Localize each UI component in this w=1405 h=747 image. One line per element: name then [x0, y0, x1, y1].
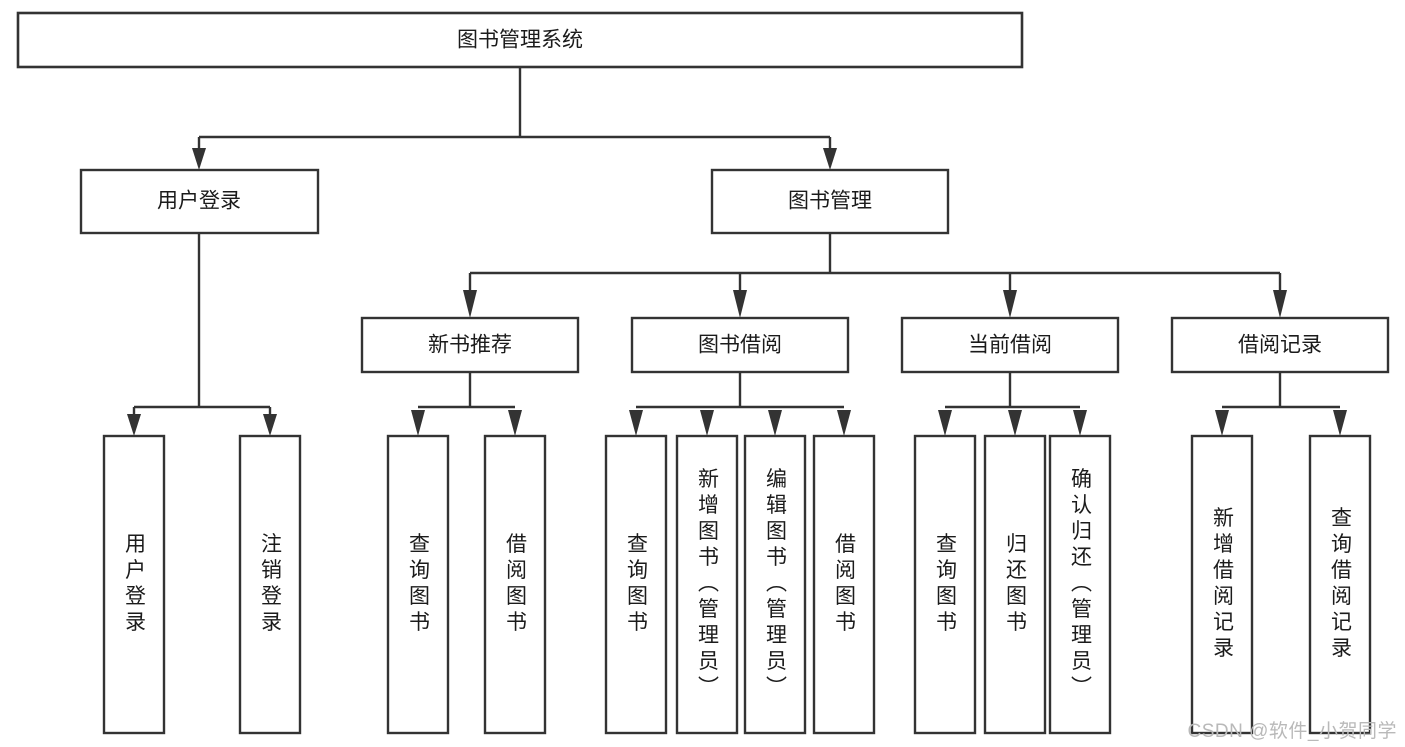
- leaf-query-book-3-label: 查询图书: [934, 533, 958, 637]
- leaf-user-login-box[interactable]: [102, 434, 166, 735]
- connectors-new-book-recommend-to-leaves: [411, 372, 522, 436]
- leaf-borrow-book-1[interactable]: 借阅图书: [483, 434, 547, 735]
- node-current-borrow[interactable]: 当前借阅: [900, 316, 1120, 374]
- leaf-confirm-return-label: 确认归还（管理员）: [1069, 468, 1093, 702]
- leaf-query-record[interactable]: 查询借阅记录: [1308, 434, 1372, 735]
- node-book-manage-label: 图书管理: [788, 190, 872, 213]
- leaf-borrow-book-1-box[interactable]: [483, 434, 547, 735]
- leaf-edit-book-label: 编辑图书（管理员）: [764, 468, 788, 702]
- leaf-confirm-return-box[interactable]: [1048, 434, 1112, 735]
- arrowhead-leaf-add-record: [1215, 410, 1229, 436]
- connectors-current-borrow-to-leaves: [938, 372, 1087, 436]
- arrowhead-leaf-add-book: [700, 410, 714, 436]
- leaf-query-book-1-box[interactable]: [386, 434, 450, 735]
- leaf-query-book-3-box[interactable]: [913, 434, 977, 735]
- leaf-query-record-box[interactable]: [1308, 434, 1372, 735]
- arrowhead-leaf-edit-book: [768, 410, 782, 436]
- arrowhead-new-book-recommend: [463, 290, 477, 318]
- arrowhead-leaf-query-book-3: [938, 410, 952, 436]
- arrowhead-user-login: [192, 148, 206, 170]
- node-user-login-box[interactable]: [79, 168, 320, 235]
- arrowhead-leaf-borrow-book-2: [837, 410, 851, 436]
- node-current-borrow-label: 当前借阅: [968, 334, 1052, 357]
- node-borrow-record[interactable]: 借阅记录: [1170, 316, 1390, 374]
- leaf-user-login[interactable]: 用户登录: [102, 434, 166, 735]
- arrowhead-book-borrow: [733, 290, 747, 318]
- node-borrow-record-box[interactable]: [1170, 316, 1390, 374]
- leaf-return-book[interactable]: 归还图书: [983, 434, 1047, 735]
- leaf-edit-book[interactable]: 编辑图书（管理员）: [743, 434, 807, 735]
- leaf-query-book-1-label: 查询图书: [407, 533, 431, 637]
- leaf-query-book-2[interactable]: 查询图书: [604, 434, 668, 735]
- arrowhead-leaf-confirm-return: [1073, 410, 1087, 436]
- node-new-book-recommend[interactable]: 新书推荐: [360, 316, 580, 374]
- leaf-return-book-box[interactable]: [983, 434, 1047, 735]
- arrowhead-leaf-logout-login: [263, 414, 277, 436]
- arrowhead-borrow-record: [1273, 290, 1287, 318]
- node-user-login-label: 用户登录: [157, 190, 241, 213]
- connectors-book-manage-to-level3: [463, 233, 1287, 318]
- leaf-add-book[interactable]: 新增图书（管理员）: [675, 434, 739, 735]
- leaf-query-book-3[interactable]: 查询图书: [913, 434, 977, 735]
- node-new-book-recommend-label: 新书推荐: [428, 334, 512, 357]
- arrowhead-leaf-query-record: [1333, 410, 1347, 436]
- leaf-add-book-box[interactable]: [675, 434, 739, 735]
- leaf-logout-login-box[interactable]: [238, 434, 302, 735]
- leaf-borrow-book-2[interactable]: 借阅图书: [812, 434, 876, 735]
- node-user-login[interactable]: 用户登录: [79, 168, 320, 235]
- node-book-manage[interactable]: 图书管理: [710, 168, 950, 235]
- leaf-borrow-book-1-label: 借阅图书: [504, 533, 528, 637]
- arrowhead-leaf-user-login: [127, 414, 141, 436]
- leaf-query-book-1[interactable]: 查询图书: [386, 434, 450, 735]
- leaf-query-record-label: 查询借阅记录: [1329, 507, 1353, 663]
- connectors-borrow-record-to-leaves: [1215, 372, 1347, 436]
- leaf-add-book-label: 新增图书（管理员）: [696, 468, 720, 702]
- node-book-borrow-label: 图书借阅: [698, 334, 782, 357]
- node-root[interactable]: 图书管理系统: [16, 11, 1024, 69]
- leaf-return-book-label: 归还图书: [1004, 533, 1028, 637]
- leaf-add-record-label: 新增借阅记录: [1211, 507, 1235, 663]
- connectors-user-login-to-leaves: [127, 233, 277, 436]
- connectors-root-to-level2: [192, 67, 837, 170]
- leaf-user-login-label: 用户登录: [123, 533, 147, 637]
- arrowhead-current-borrow: [1003, 290, 1017, 318]
- node-root-box[interactable]: [16, 11, 1024, 69]
- leaf-borrow-book-2-box[interactable]: [812, 434, 876, 735]
- node-current-borrow-box[interactable]: [900, 316, 1120, 374]
- arrowhead-leaf-return-book: [1008, 410, 1022, 436]
- leaf-query-book-2-label: 查询图书: [625, 533, 649, 637]
- leaf-query-book-2-box[interactable]: [604, 434, 668, 735]
- arrowhead-leaf-borrow-book-1: [508, 410, 522, 436]
- node-book-borrow[interactable]: 图书借阅: [630, 316, 850, 374]
- node-borrow-record-label: 借阅记录: [1238, 334, 1322, 357]
- arrowhead-leaf-query-book-2: [629, 410, 643, 436]
- arrowhead-book-manage: [823, 148, 837, 170]
- node-book-borrow-box[interactable]: [630, 316, 850, 374]
- leaf-logout-login[interactable]: 注销登录: [238, 434, 302, 735]
- leaf-borrow-book-2-label: 借阅图书: [833, 533, 857, 637]
- leaf-edit-book-box[interactable]: [743, 434, 807, 735]
- leaf-confirm-return[interactable]: 确认归还（管理员）: [1048, 434, 1112, 735]
- leaf-logout-login-label: 注销登录: [259, 533, 283, 637]
- node-book-manage-box[interactable]: [710, 168, 950, 235]
- connectors-book-borrow-to-leaves: [629, 372, 851, 436]
- node-root-label: 图书管理系统: [457, 29, 583, 52]
- leaf-add-record[interactable]: 新增借阅记录: [1190, 434, 1254, 735]
- leaf-add-record-box[interactable]: [1190, 434, 1254, 735]
- arrowhead-leaf-query-book-1: [411, 410, 425, 436]
- node-new-book-recommend-box[interactable]: [360, 316, 580, 374]
